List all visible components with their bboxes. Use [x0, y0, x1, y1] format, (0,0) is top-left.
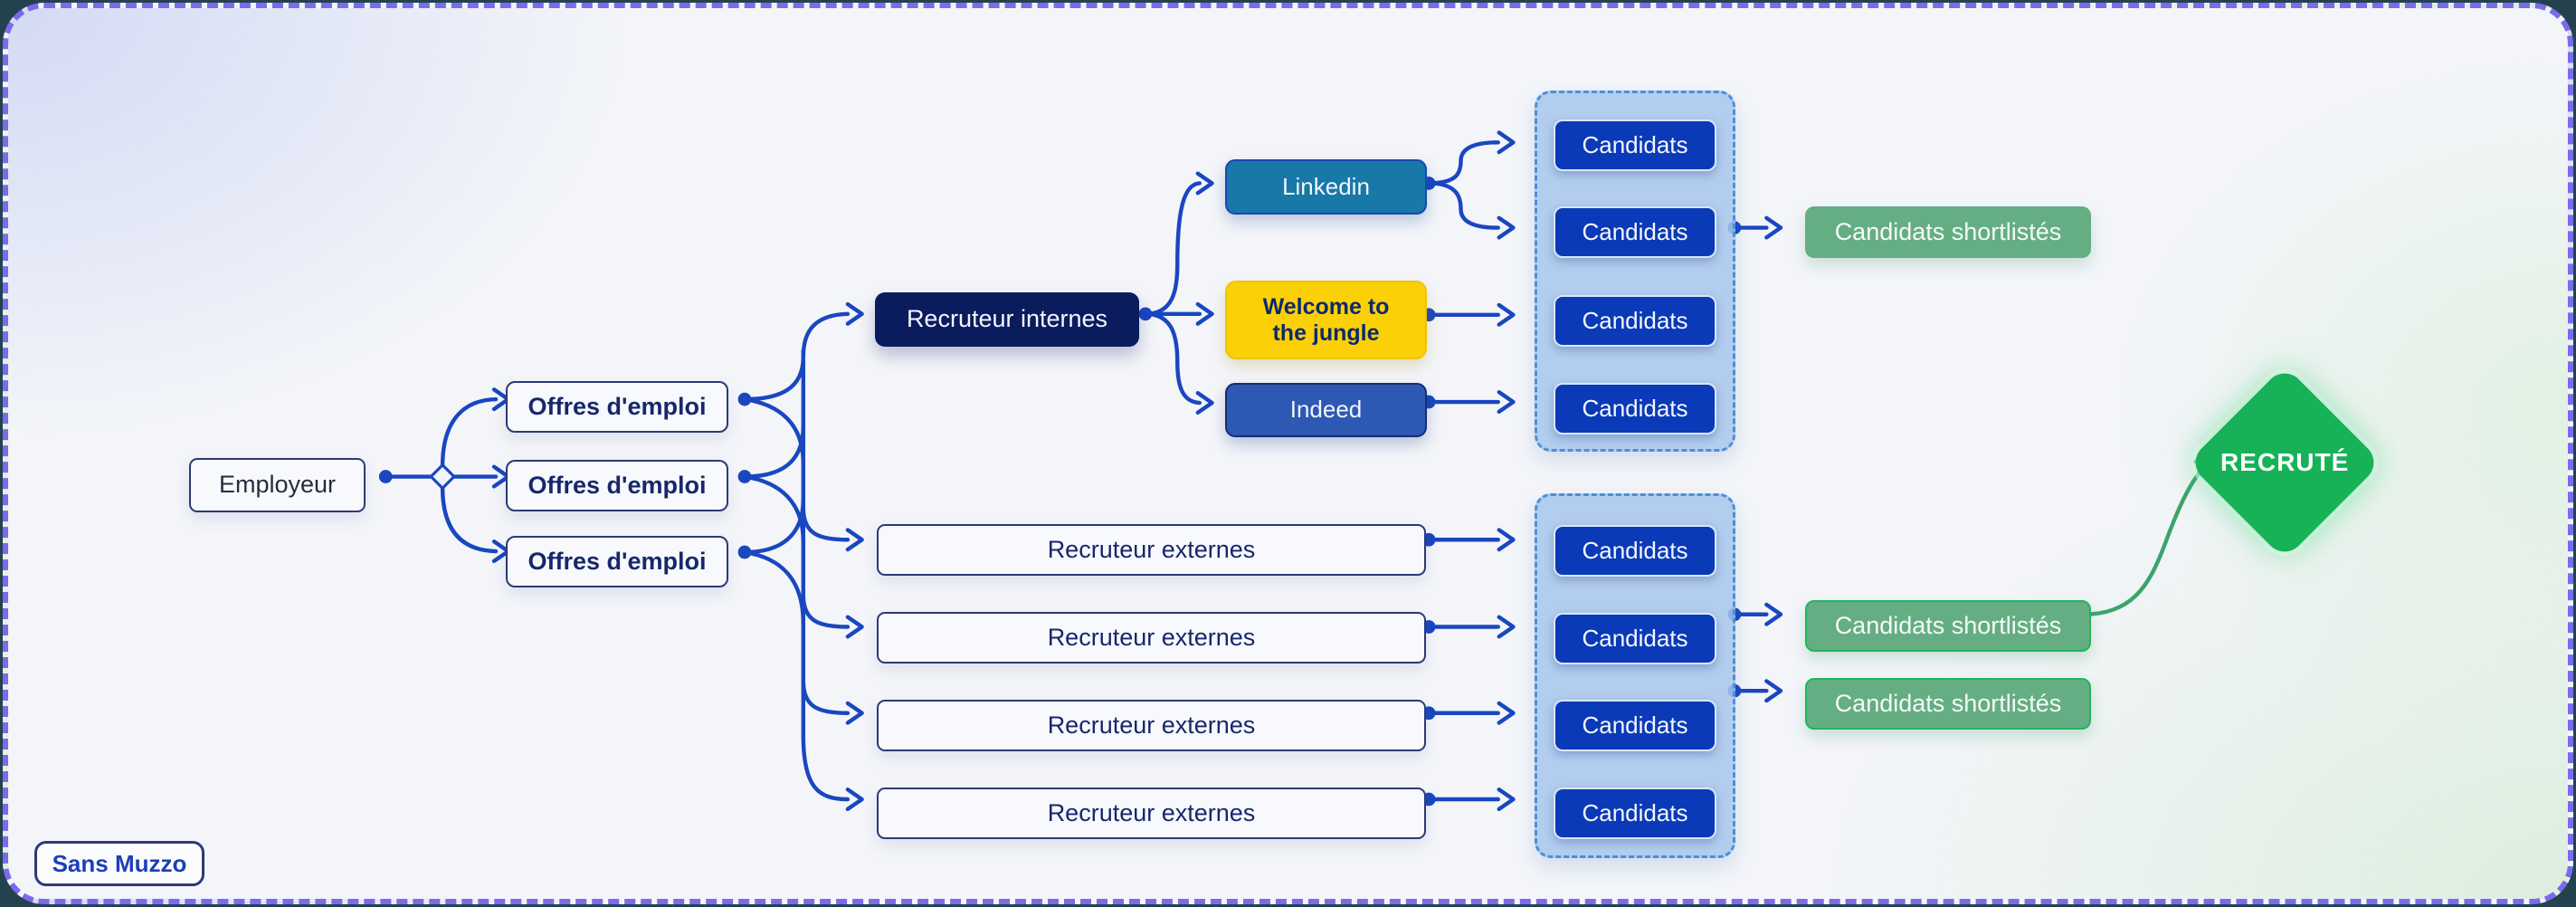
node-linkedin-label: Linkedin: [1282, 172, 1370, 200]
node-recruteur-internes-label: Recruteur internes: [906, 305, 1108, 333]
node-offre-2: Offres d'emploi: [506, 460, 728, 511]
node-offre-1-label: Offres d'emploi: [528, 392, 707, 420]
node-indeed: Indeed: [1225, 383, 1427, 437]
sans-muzzo-badge: Sans Muzzo: [34, 841, 204, 886]
node-offre-3: Offres d'emploi: [506, 536, 728, 587]
node-candidat-top-2: Candidats: [1554, 206, 1716, 258]
shortlist-bottom-2-label: Candidats shortlistés: [1834, 689, 2062, 717]
candidat-top-4-label: Candidats: [1582, 394, 1688, 422]
node-recruteur-internes: Recruteur internes: [875, 292, 1139, 347]
recrute-label: RECRUTÉ: [2220, 448, 2350, 476]
candidat-bottom-4-label: Candidats: [1582, 798, 1688, 826]
node-linkedin: Linkedin: [1225, 159, 1427, 215]
node-offre-3-label: Offres d'emploi: [528, 547, 707, 575]
node-indeed-label: Indeed: [1289, 396, 1363, 424]
shortlist-bottom-1-label: Candidats shortlistés: [1834, 611, 2062, 639]
connector-lines: [378, 130, 2215, 812]
node-offre-2-label: Offres d'emploi: [528, 471, 707, 499]
node-externe-4-label: Recruteur externes: [1047, 798, 1256, 826]
flowchart: Employeur Offres d'emploi Offres d'emplo…: [8, 8, 2568, 899]
node-candidat-top-4: Candidats: [1554, 383, 1716, 434]
node-wtj-label: Welcome to the jungle: [1262, 293, 1390, 346]
node-candidat-bottom-2: Candidats: [1554, 613, 1716, 664]
candidat-bottom-3-label: Candidats: [1582, 711, 1688, 739]
shortlist-top-label: Candidats shortlistés: [1834, 217, 2062, 245]
node-recruteur-externe-4: Recruteur externes: [877, 788, 1426, 839]
node-recruteur-externe-3: Recruteur externes: [877, 700, 1426, 751]
candidat-bottom-1-label: Candidats: [1582, 536, 1688, 564]
node-recruteur-externe-2: Recruteur externes: [877, 612, 1426, 664]
diagram-canvas: Employeur Offres d'emploi Offres d'emplo…: [3, 3, 2573, 904]
node-candidat-bottom-3: Candidats: [1554, 700, 1716, 751]
node-candidat-bottom-4: Candidats: [1554, 788, 1716, 839]
node-welcome-to-the-jungle: Welcome to the jungle: [1225, 281, 1427, 359]
node-candidat-bottom-1: Candidats: [1554, 525, 1716, 577]
node-shortlist-top: Candidats shortlistés: [1805, 206, 2091, 258]
candidat-top-3-label: Candidats: [1582, 306, 1688, 334]
node-externe-1-label: Recruteur externes: [1047, 535, 1256, 563]
node-shortlist-bottom-2: Candidats shortlistés: [1805, 678, 2091, 730]
node-candidat-top-1: Candidats: [1554, 119, 1716, 171]
node-externe-2-label: Recruteur externes: [1047, 623, 1256, 651]
node-offre-1: Offres d'emploi: [506, 381, 728, 433]
candidat-top-1-label: Candidats: [1582, 130, 1688, 158]
node-externe-3-label: Recruteur externes: [1047, 711, 1256, 739]
node-employeur-label: Employeur: [218, 471, 337, 499]
candidat-top-2-label: Candidats: [1582, 217, 1688, 245]
node-shortlist-bottom-1: Candidats shortlistés: [1805, 600, 2091, 652]
node-candidat-top-3: Candidats: [1554, 295, 1716, 347]
node-recruteur-externe-1: Recruteur externes: [877, 524, 1426, 576]
sans-muzzo-label: Sans Muzzo: [52, 849, 187, 877]
node-employeur: Employeur: [189, 458, 366, 512]
candidat-bottom-2-label: Candidats: [1582, 624, 1688, 652]
